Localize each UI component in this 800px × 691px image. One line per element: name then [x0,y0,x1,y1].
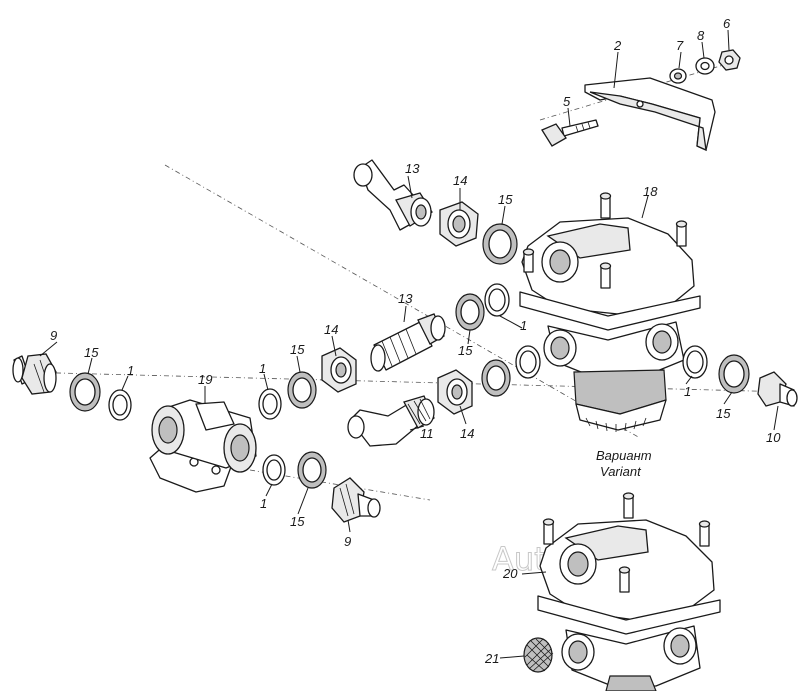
callout-label: 14 [453,173,467,188]
ring-1-middle-right [515,345,541,379]
callout-label: 1 [259,361,266,376]
ring-1-middle-upper [484,283,510,317]
callout-label: 15 [716,406,731,421]
callout-label: 13 [398,291,413,306]
callout-label: 2 [613,38,622,53]
fitting-13-middle [370,313,446,372]
washer-7-part [669,68,687,84]
nut-6-part [718,49,741,71]
gasket-15-right [718,354,750,394]
variant-caption-ru: Вариант [596,448,652,463]
ring-1-left [108,389,132,421]
filter-21-part [523,637,554,673]
nut-14-top [439,201,479,247]
callout-labels: 2 7 8 6 5 13 14 15 18 13 1 15 14 9 15 1 … [50,16,781,666]
tee-manifold-19-part [149,399,257,493]
callout-label: 15 [290,514,305,529]
callout-label: 10 [766,430,781,445]
gasket-15-left [69,372,101,412]
ring-1-center-lower [262,454,286,486]
valve-18-part [519,192,701,432]
callout-label: 19 [198,372,212,387]
elbow-fitting-11 [347,395,435,447]
callout-label: 9 [50,328,57,343]
callout-label: 1 [684,384,691,399]
gasket-15-center-upper [287,371,317,409]
callout-label: 18 [643,184,658,199]
leader-lines [39,29,779,659]
callout-label: 9 [344,534,351,549]
bolt-part [541,119,599,147]
variant-caption-en: Variant [600,464,642,479]
gasket-15-top [482,223,518,265]
gasket-15-center-lower [297,451,327,489]
washer-8-part [695,57,715,75]
nut-14-lower [437,369,473,415]
callout-label: 1 [260,496,267,511]
gasket-15-middle-lower [481,359,511,397]
ring-1-center-upper [258,388,282,420]
ring-1-right [682,345,708,379]
nut-14-middle [321,347,357,393]
bracket-part [584,77,716,152]
callout-label: 5 [563,94,571,109]
plug-9-left [12,353,57,395]
callout-label: 15 [458,343,473,358]
callout-label: 11 [420,426,434,441]
callout-label: 6 [723,16,731,31]
callout-label: 14 [324,322,338,337]
callout-label: 8 [697,28,705,43]
valve-20-variant-part [537,492,721,691]
elbow-fitting-13-top [353,159,433,231]
callout-label: 15 [290,342,305,357]
callout-label: 14 [460,426,474,441]
callout-label: 15 [498,192,513,207]
callout-label: 1 [520,318,527,333]
gasket-15-middle-upper [455,293,485,331]
callout-label: 13 [405,161,420,176]
callout-label: 1 [127,363,134,378]
callout-label: 21 [484,651,499,666]
plug-9-bottom [331,477,381,523]
callout-label: 15 [84,345,99,360]
callout-label: 20 [502,566,518,581]
plug-10-part [757,371,798,407]
callout-label: 7 [676,38,684,53]
